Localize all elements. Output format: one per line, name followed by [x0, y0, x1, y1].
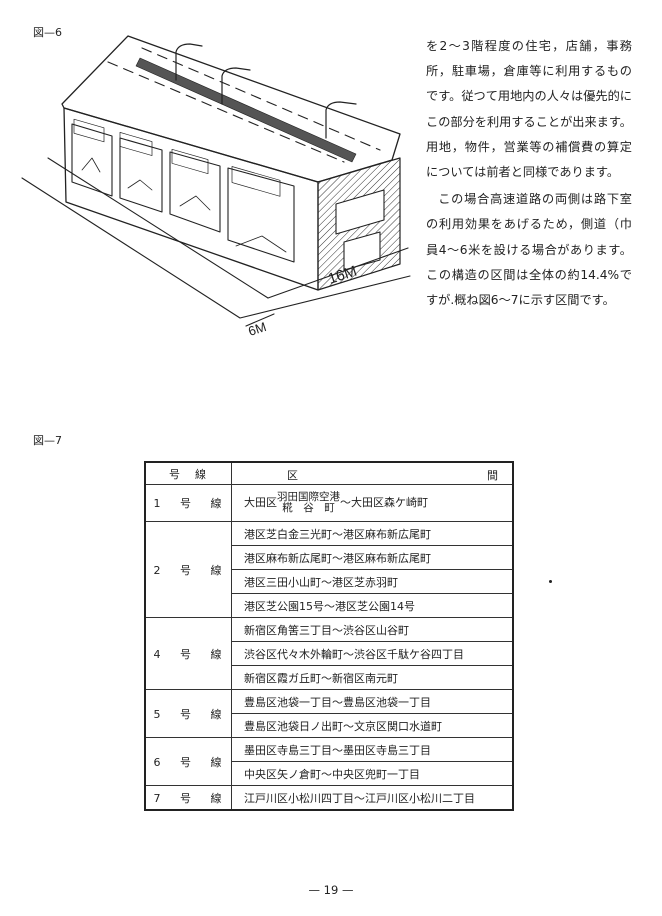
- body-paragraph-1: を2～3階程度の住宅，店舗，事務所，駐車場，倉庫等に利用するものです。従つて用地…: [426, 39, 632, 180]
- curb-line: [47, 157, 269, 299]
- stack-top: 羽田国際空港: [277, 491, 340, 503]
- table-row: 渋谷区代々木外輪町～渋谷区千駄ケ谷四丁目: [145, 641, 514, 666]
- table-row: 港区芝公園15号～港区芝公園14号: [145, 593, 514, 618]
- section-cell: 墨田区寺島三丁目～墨田区寺島三丁目: [231, 737, 514, 762]
- body-paragraph-2: この場合高速道路の両側は路下室の利用効果をあげるため，側道（巾員4～6米を設ける…: [426, 192, 632, 308]
- section-cell: 新宿区角筈三丁目～渋谷区山谷町: [231, 617, 514, 642]
- section-stacked-names: 羽田国際空港糀 谷 町: [277, 492, 340, 514]
- stack-bottom: 糀 谷 町: [282, 502, 335, 514]
- table-row: 2 号 線港区芝白金三光町～港区麻布新広尾町: [144, 521, 514, 618]
- figure-6-label: 図—6: [33, 26, 62, 39]
- section-cell: 江戸川区小松川四丁目～江戸川区小松川二丁目: [231, 785, 514, 811]
- line-name-cell: 2 号 線: [144, 521, 232, 618]
- section-cell: 港区三田小山町～港区芝赤羽町: [231, 569, 514, 594]
- figure-7-label: 図—7: [33, 434, 62, 447]
- section-cell: 中央区矢ノ倉町～中央区兜町一丁目: [231, 761, 514, 786]
- section-cell: 大田区羽田国際空港糀 谷 町～大田区森ケ崎町: [231, 484, 514, 522]
- elevated-road-illustration: 16M 6M: [21, 35, 411, 339]
- line-name-cell: 4 号 線: [144, 617, 232, 690]
- line-name-cell: 1 号 線: [144, 484, 232, 522]
- section-suffix: ～大田区森ケ崎町: [340, 496, 428, 509]
- table-row: 中央区矢ノ倉町～中央区兜町一丁目: [145, 761, 514, 786]
- section-cell: 豊島区池袋一丁目～豊島区池袋一丁目: [231, 689, 514, 714]
- table-row: 5 号 線豊島区池袋一丁目～豊島区池袋一丁目: [144, 689, 514, 738]
- line-name-cell: 6 号 線: [144, 737, 232, 786]
- section-cell: 港区芝白金三光町～港区麻布新広尾町: [231, 521, 514, 546]
- table-row: 豊島区池袋日ノ出町～文京区関口水道町: [145, 713, 514, 738]
- table-row: 1 号 線大田区羽田国際空港糀 谷 町～大田区森ケ崎町: [144, 484, 514, 522]
- width-6m-label: 6M: [246, 319, 268, 339]
- section-cell: 豊島区池袋日ノ出町～文京区関口水道町: [231, 713, 514, 738]
- sidewalk-edge: [21, 177, 411, 319]
- page-number: — 19 —: [308, 883, 354, 897]
- street-lamps: [175, 43, 357, 139]
- section-prefix: 大田区: [244, 496, 277, 509]
- section-cell: 港区芝公園15号～港区芝公園14号: [231, 593, 514, 618]
- section-cell: 新宿区霞ガ丘町～新宿区南元町: [231, 665, 514, 690]
- section-cell: 渋谷区代々木外輪町～渋谷区千駄ケ谷四丁目: [231, 641, 514, 666]
- stray-mark: [549, 580, 552, 583]
- header-section-end: 間: [487, 469, 498, 482]
- line-name-cell: 7 号 線: [144, 785, 232, 811]
- header-line: 号 線: [144, 461, 232, 485]
- header-section-start: 区: [287, 469, 298, 482]
- section-cell: 港区麻布新広尾町～港区麻布新広尾町: [231, 545, 514, 570]
- line-name-cell: 5 号 線: [144, 689, 232, 738]
- table-row: 7 号 線江戸川区小松川四丁目～江戸川区小松川二丁目: [144, 785, 514, 811]
- header-section: 区 間: [231, 461, 514, 485]
- table-row: 港区麻布新広尾町～港区麻布新広尾町: [145, 545, 514, 570]
- table-header-row: 号 線 区 間: [144, 461, 514, 485]
- table-row: 6 号 線墨田区寺島三丁目～墨田区寺島三丁目: [144, 737, 514, 786]
- table-row: 4 号 線新宿区角筈三丁目～渋谷区山谷町: [144, 617, 514, 690]
- body-text: を2～3階程度の住宅，店舗，事務所，駐車場，倉庫等に利用するものです。従つて用地…: [426, 34, 632, 313]
